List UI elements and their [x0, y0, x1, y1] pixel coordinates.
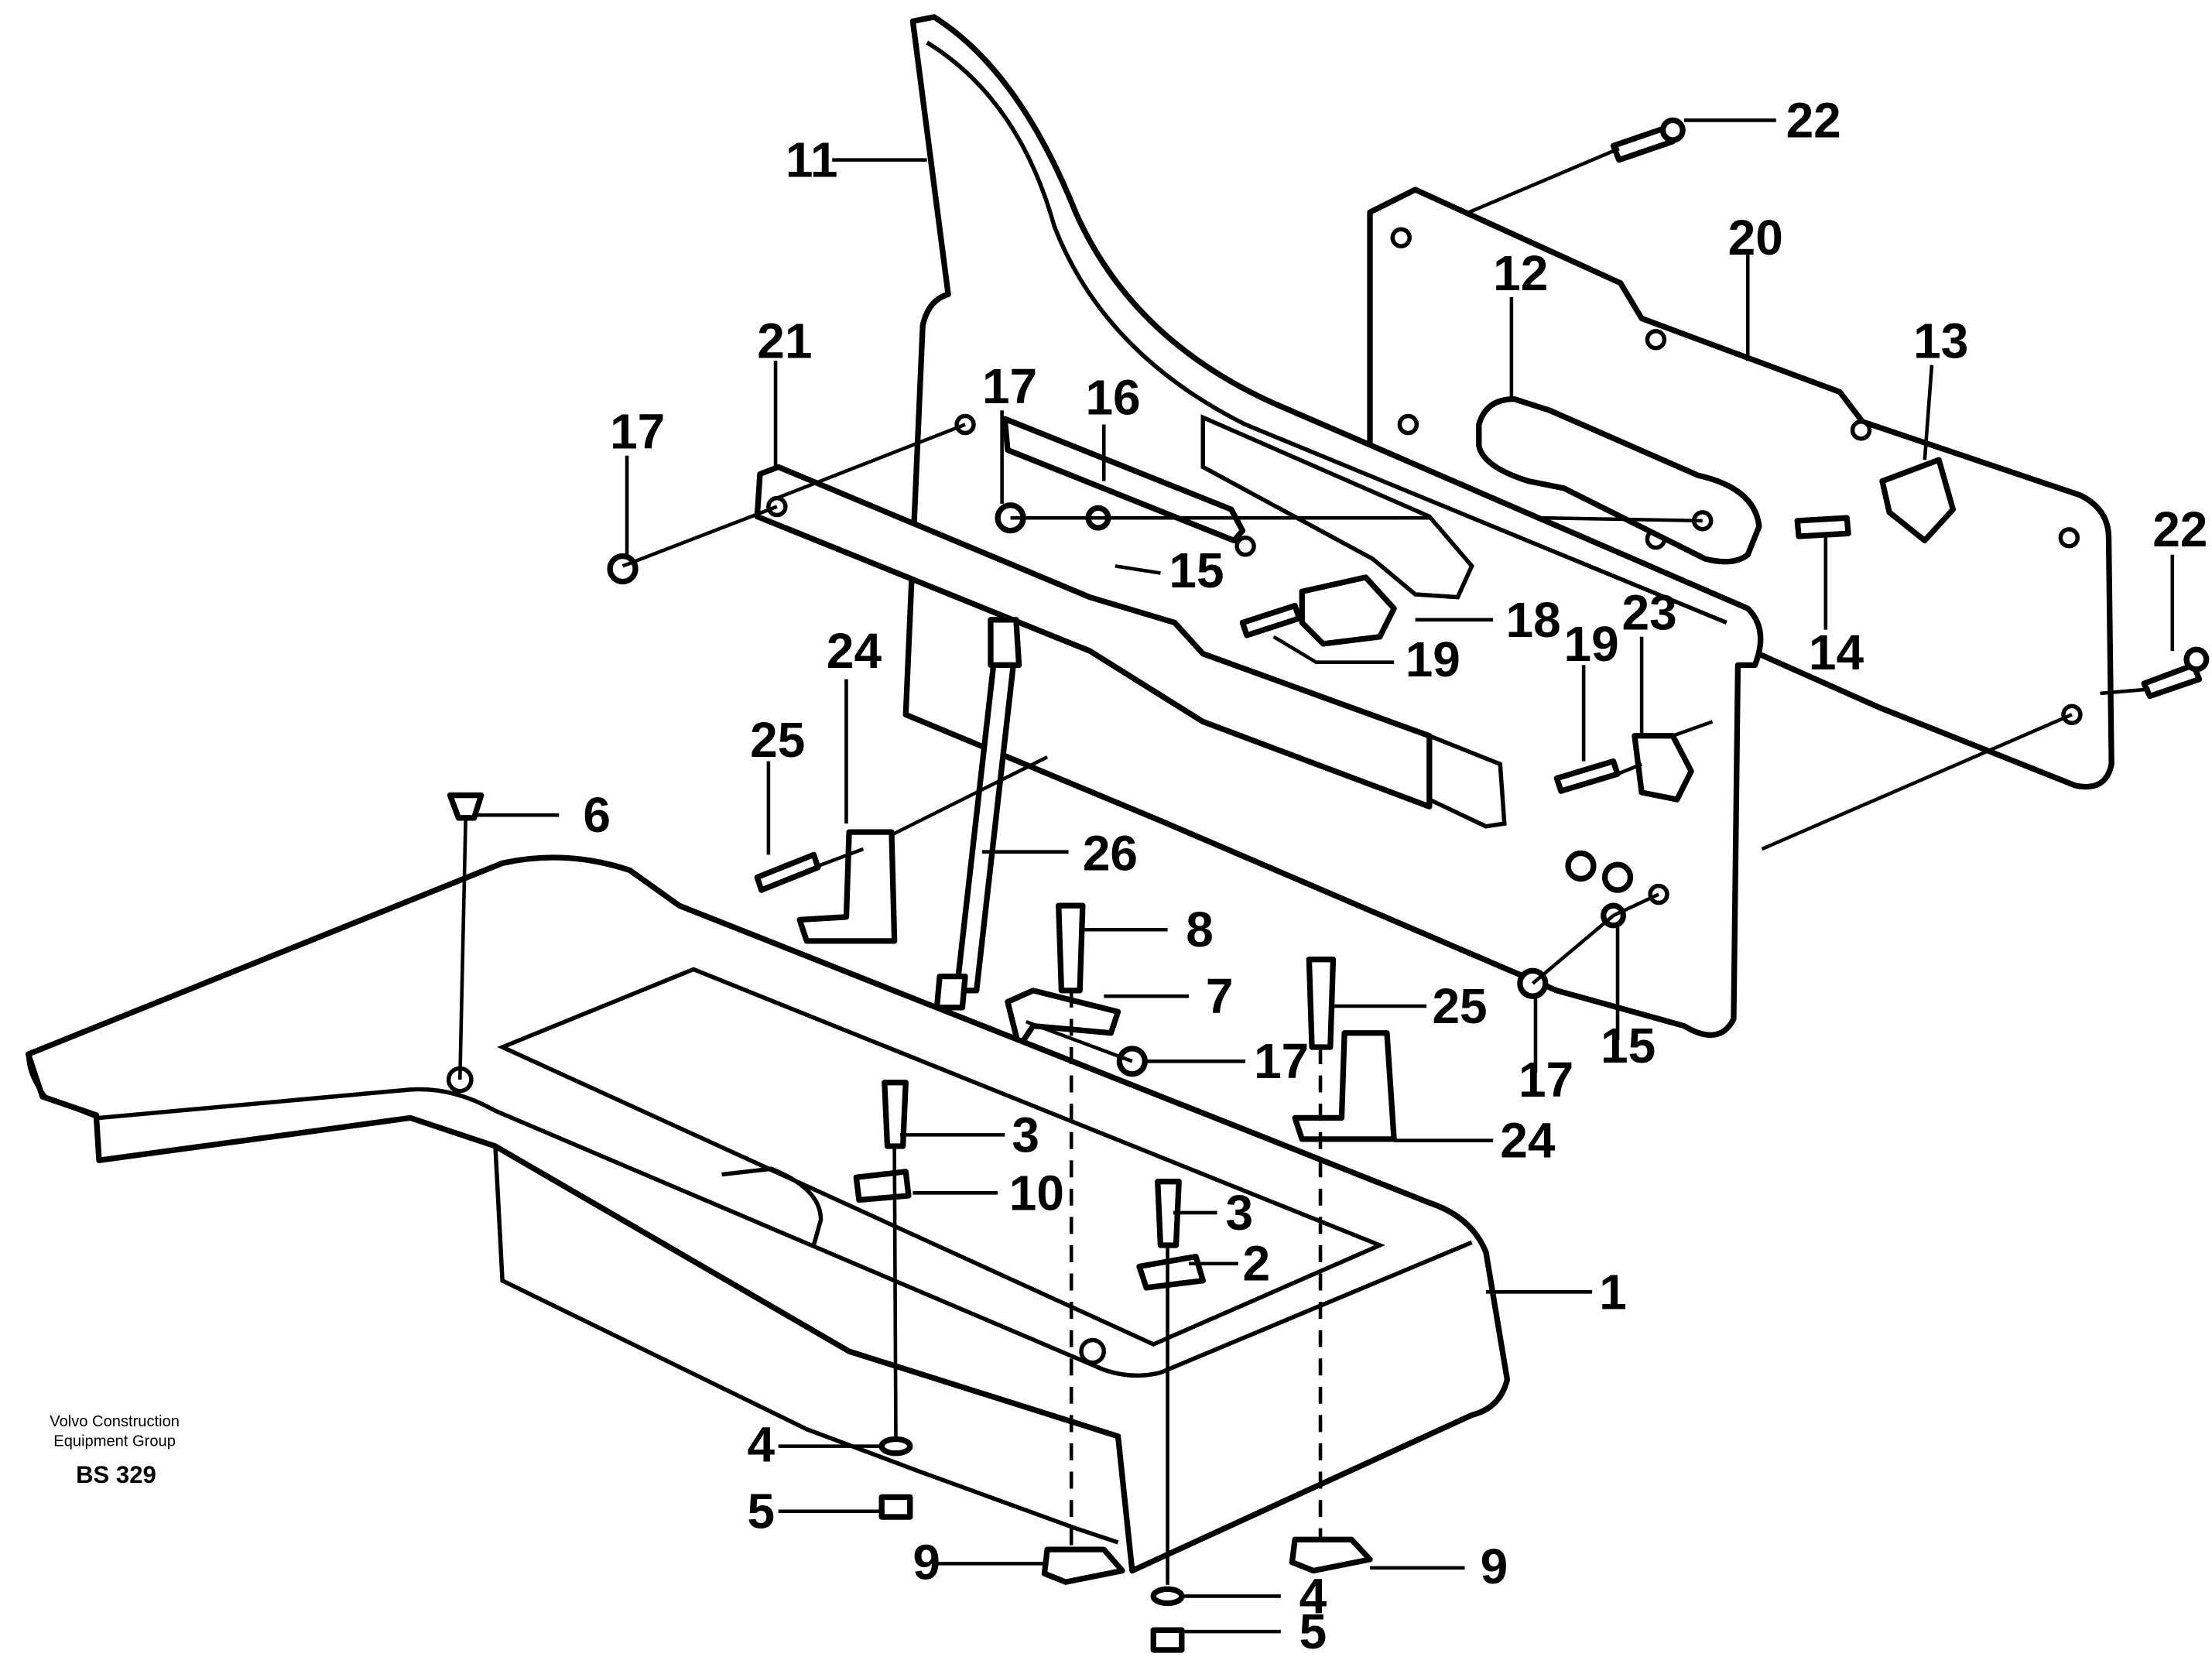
callout-3-upper: 3: [1012, 1107, 1039, 1162]
side-panel-11: [902, 14, 1764, 1038]
leader-lines: [474, 118, 2175, 1634]
callout-17-lower: 17: [1519, 1052, 1573, 1107]
callout-25-right: 25: [1432, 978, 1487, 1034]
callout-5-left: 5: [747, 1484, 775, 1539]
callout-4-right: 4: [1299, 1568, 1327, 1624]
callout-22-top: 22: [1786, 92, 1841, 148]
callout-24-right: 24: [1500, 1113, 1556, 1169]
rail-21: [754, 464, 1433, 810]
callout-11: 11: [786, 132, 838, 188]
assembly-lines: [457, 146, 2150, 1585]
knob-18: [1299, 574, 1397, 647]
callout-17-middle: 17: [1254, 1033, 1309, 1089]
callout-5-right: 5: [1299, 1604, 1327, 1659]
hinge-bracket-24-right: [1292, 1030, 1397, 1142]
callout-6: 6: [583, 787, 611, 843]
callout-22-right: 22: [2152, 502, 2207, 557]
callout-8: 8: [1186, 902, 1214, 957]
callout-19-right: 19: [1564, 616, 1619, 672]
bracket-23: [1632, 733, 1694, 803]
callout-25-left: 25: [750, 712, 805, 768]
gas-strut-26: [933, 617, 1022, 1011]
callout-18: 18: [1506, 592, 1561, 648]
callout-3-lower: 3: [1226, 1185, 1254, 1241]
callout-9-right: 9: [1481, 1539, 1508, 1594]
callout-21: 21: [757, 313, 812, 369]
callout-14: 14: [1809, 625, 1864, 680]
callout-15-upper: 15: [1169, 543, 1224, 598]
drawing-code: BS 329: [76, 1461, 156, 1488]
callout-2: 2: [1242, 1236, 1270, 1292]
callout-17-left: 17: [610, 404, 665, 460]
hinge-bracket-24-left: [796, 829, 898, 944]
callout-23: 23: [1622, 585, 1677, 641]
callout-13: 13: [1913, 313, 1968, 369]
credit-block: Volvo Construction Equipment Group BS 32…: [50, 1413, 180, 1488]
rear-plate-20: [1367, 187, 2114, 790]
callout-12: 12: [1493, 245, 1548, 301]
callout-9-left: 9: [913, 1534, 940, 1590]
callout-4-left: 4: [747, 1417, 775, 1473]
callout-24-left: 24: [827, 623, 882, 679]
callout-19-left: 19: [1406, 632, 1460, 687]
callout-1: 1: [1599, 1264, 1627, 1320]
callout-20: 20: [1728, 210, 1783, 265]
strip-16: [1002, 416, 1246, 544]
credit-group: Equipment Group: [53, 1433, 176, 1450]
base-tray-1: [25, 854, 1511, 1574]
callout-17-upper: 17: [982, 358, 1037, 414]
callout-7: 7: [1206, 968, 1234, 1024]
bracket-7: [1005, 988, 1121, 1050]
credit-company: Volvo Construction: [50, 1413, 180, 1430]
callout-26: 26: [1083, 825, 1138, 881]
callout-10: 10: [1009, 1165, 1064, 1220]
callout-15-lower: 15: [1601, 1018, 1656, 1073]
callout-16: 16: [1085, 370, 1140, 426]
clip-13: [1879, 457, 1957, 544]
callouts: 1 2 3 3 4 4 5 5 6 7 8 9 9 10 11 12 13 14…: [583, 92, 2207, 1659]
